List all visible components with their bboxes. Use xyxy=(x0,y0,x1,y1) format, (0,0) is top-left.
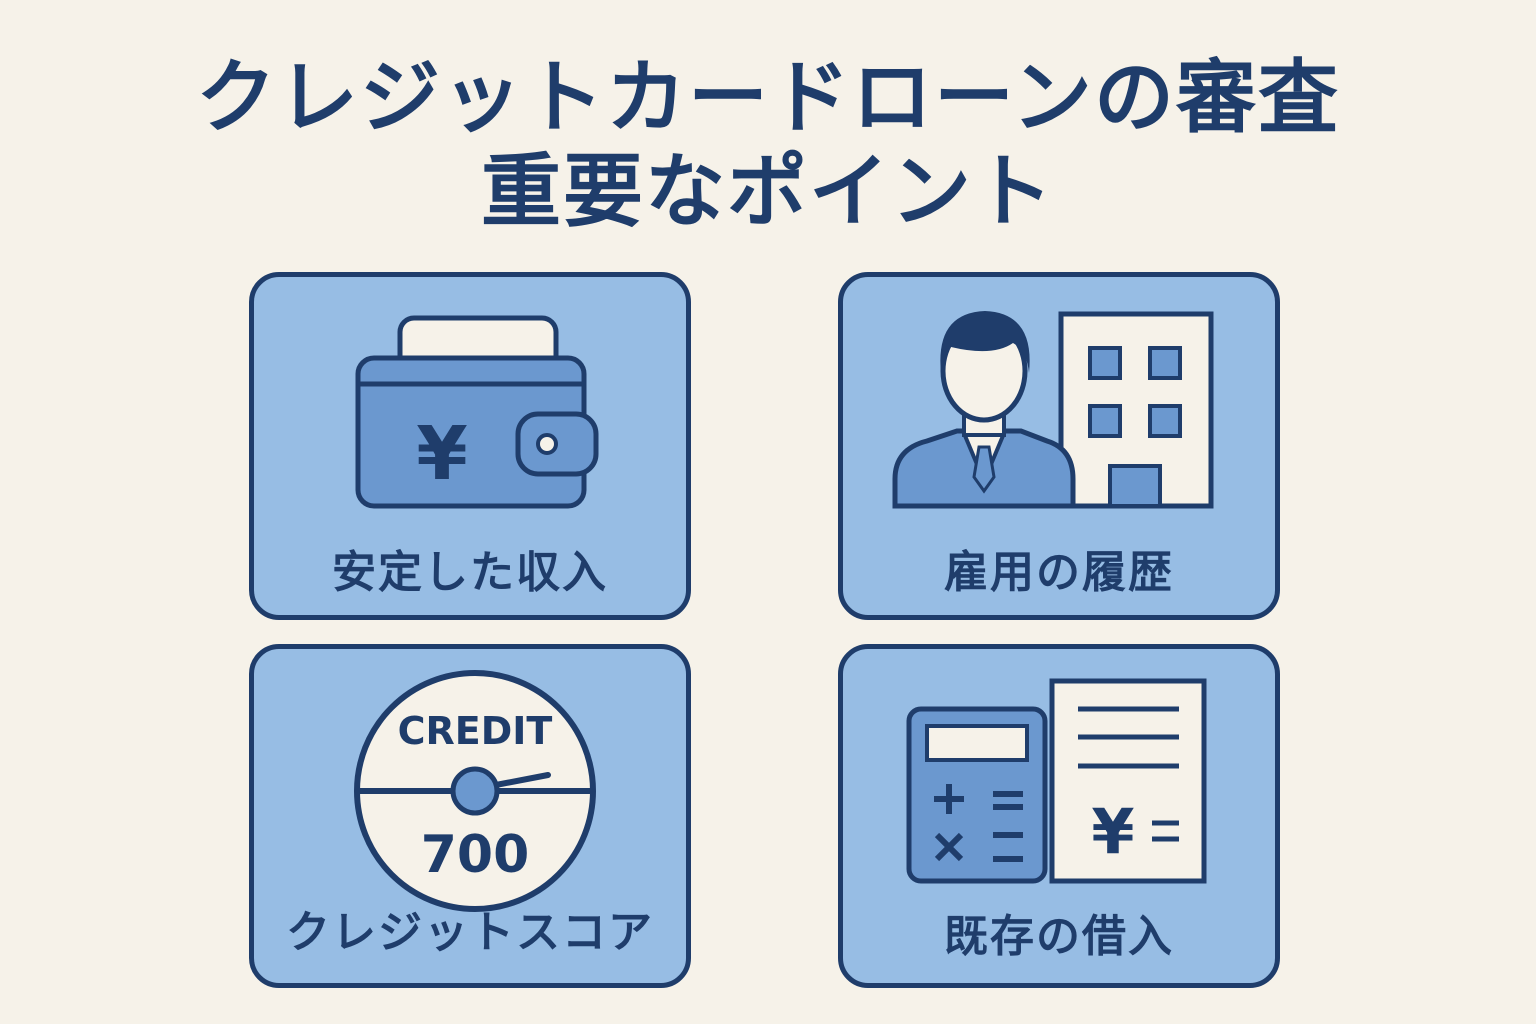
credit-gauge-label: CREDIT xyxy=(398,709,553,753)
document-yen-symbol: ¥ xyxy=(1091,795,1134,868)
calculator-document-icon: ¥ xyxy=(906,678,1207,884)
credit-score-value: 700 xyxy=(421,825,530,885)
card-label-stable-income: 安定した収入 xyxy=(332,547,608,598)
page-title-line-2: 重要なポイント xyxy=(481,145,1055,238)
employee-building-icon xyxy=(892,311,1214,509)
credit-score-gauge-icon: CREDIT 700 xyxy=(354,670,596,912)
card-label-credit-score: クレジットスコア xyxy=(286,907,654,958)
card-existing-debt: ¥ 既存の借入 xyxy=(838,644,1280,988)
card-credit-score: CREDIT 700 クレジットスコア xyxy=(249,644,691,988)
wallet-yen-icon: ¥ xyxy=(355,315,599,509)
card-label-employment-history: 雇用の履歴 xyxy=(944,547,1174,598)
card-label-existing-debt: 既存の借入 xyxy=(944,911,1174,962)
card-stable-income: ¥ 安定した収入 xyxy=(249,272,691,620)
card-employment-history: 雇用の履歴 xyxy=(838,272,1280,620)
wallet-yen-symbol: ¥ xyxy=(416,411,468,497)
page-title-line-1: クレジットカードローンの審査 xyxy=(196,51,1340,144)
